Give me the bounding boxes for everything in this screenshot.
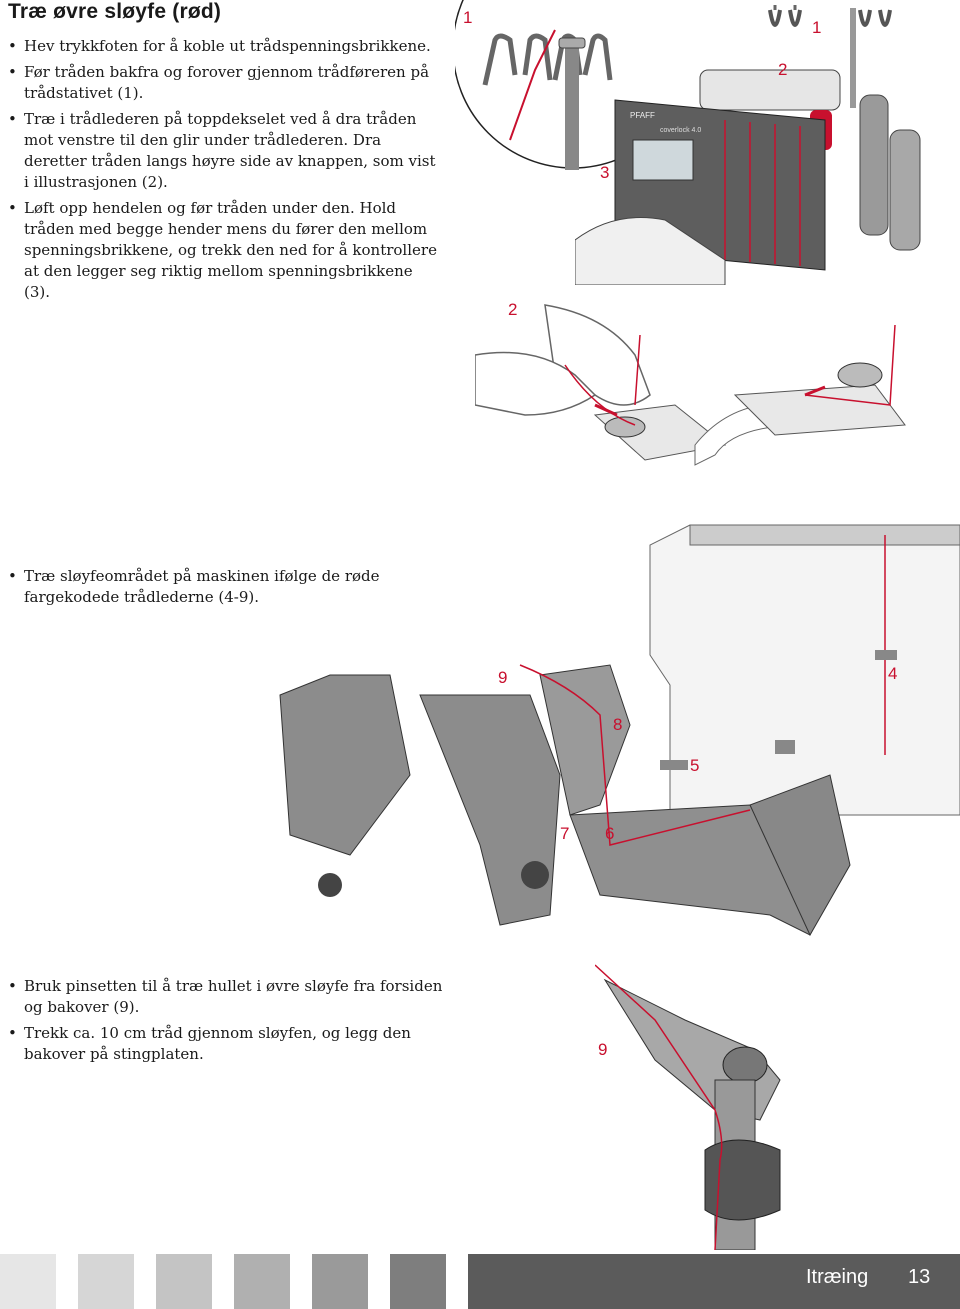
callout-4: 4 [888, 664, 898, 683]
footer-block [78, 1254, 134, 1309]
callout-2-machine: 2 [778, 60, 788, 79]
instruction-item: Hev trykkfoten for å koble ut trådspenni… [8, 36, 438, 57]
callout-9: 9 [498, 668, 508, 687]
hands-threading-illustration [475, 304, 906, 466]
callout-1-machine: 1 [812, 18, 822, 37]
instruction-list-3: Bruk pinsetten til å træ hullet i øvre s… [8, 976, 448, 1070]
callout-9-bottom: 9 [598, 1040, 608, 1059]
looper-area-illustration [279, 524, 960, 937]
instruction-item: Før tråden bakfra og forover gjennom trå… [8, 62, 438, 104]
instruction-item: Træ sløyfeområdet på maskinen ifølge de … [8, 566, 398, 608]
footer-bar [468, 1254, 960, 1309]
footer-block [234, 1254, 290, 1309]
instruction-list-2: Træ sløyfeområdet på maskinen ifølge de … [8, 566, 398, 613]
thread-stand-zoom-illustration [455, 0, 625, 170]
callout-2-hands: 2 [508, 300, 518, 319]
instruction-item: Bruk pinsetten til å træ hullet i øvre s… [8, 976, 448, 1018]
footer-block [156, 1254, 212, 1309]
page-number: 13 [908, 1266, 931, 1288]
instruction-item: Træ i trådlederen på toppdekselet ved å … [8, 109, 438, 193]
upper-looper-closeup-illustration [595, 964, 781, 1250]
footer-block [0, 1254, 56, 1309]
callout-5: 5 [690, 756, 700, 775]
instruction-item: Løft opp hendelen og før tråden under de… [8, 198, 438, 303]
instruction-item: Trekk ca. 10 cm tråd gjennom sløyfen, og… [8, 1023, 448, 1065]
footer-section-label: Itræing [806, 1266, 869, 1288]
machine-illustration: PFAFF coverlock 4.0 [575, 5, 921, 285]
callout-8: 8 [613, 715, 623, 734]
machine-brand: PFAFF [630, 111, 655, 120]
callout-6: 6 [605, 824, 615, 843]
callout-1-zoom: 1 [463, 8, 473, 27]
footer-block [390, 1254, 446, 1309]
machine-model: coverlock 4.0 [660, 127, 701, 134]
callout-7: 7 [560, 824, 570, 843]
footer-block [312, 1254, 368, 1309]
instruction-list-1: Hev trykkfoten for å koble ut trådspenni… [8, 36, 438, 308]
callout-3-machine: 3 [600, 163, 610, 182]
page-title: Træ øvre sløyfe (rød) [8, 0, 222, 23]
